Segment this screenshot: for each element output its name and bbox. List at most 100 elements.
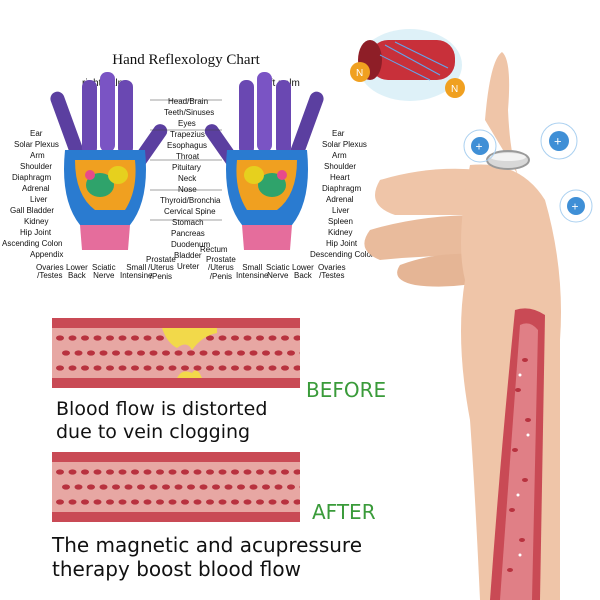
blood-cell (74, 350, 83, 356)
after-tag: AFTER (312, 500, 376, 524)
blood-cell (143, 335, 152, 341)
blood-cell (106, 469, 114, 475)
blood-cell (149, 484, 158, 490)
blood-cell (68, 335, 77, 341)
label-eyes: Eyes (178, 119, 196, 128)
blood-cell (206, 365, 214, 371)
blood-cell (156, 365, 164, 371)
blood-cell (231, 469, 239, 475)
arm-illustration (364, 52, 561, 600)
blood-cell (149, 350, 158, 356)
blood-cell (99, 350, 108, 356)
blood-cell (243, 469, 252, 475)
bottom-label: Prostate /Uterus /Penis (146, 255, 176, 281)
blood-cell (231, 365, 239, 371)
blood-cell (218, 469, 227, 475)
label-gall-bladder-left: Gall Bladder (10, 206, 55, 215)
before-caption-line1: Blood flow is distorted (56, 398, 268, 420)
label-teeth-sinuses: Teeth/Sinuses (164, 108, 215, 117)
blood-cell (106, 499, 114, 505)
blood-cell (56, 335, 64, 341)
label-pituitary: Pituitary (172, 163, 201, 172)
blood-cell (62, 350, 70, 356)
label-liver-right: Liver (332, 206, 350, 215)
label-pancreas: Pancreas (171, 229, 205, 238)
label-nose: Nose (178, 185, 197, 194)
blood-cell (156, 499, 164, 505)
label-kidney-left: Kidney (24, 217, 49, 226)
blood-cell (243, 499, 252, 505)
svg-text:N: N (451, 84, 458, 95)
blood-cell (206, 499, 214, 505)
blood-cell (106, 365, 114, 371)
blood-cell (106, 335, 114, 341)
blood-cell (118, 335, 127, 341)
blood-cell (212, 484, 220, 490)
bottom-label: Lower Back (66, 263, 88, 281)
blood-cell (231, 335, 239, 341)
label-liver-left: Liver (30, 195, 48, 204)
label-appendix: Appendix (30, 250, 64, 259)
label-ear-right: Ear (332, 129, 345, 138)
svg-text:+: + (476, 140, 483, 154)
svg-text:N: N (356, 68, 363, 79)
blood-cell (268, 499, 277, 505)
blood-cell (212, 350, 220, 356)
blood-cell (99, 484, 108, 490)
blood-cell (293, 469, 300, 475)
before-tag: BEFORE (306, 378, 387, 402)
label-solar-plexus-right: Solar Plexus (322, 140, 367, 149)
blood-cell (287, 484, 295, 490)
bottom-label: Lower Back (292, 263, 314, 281)
label-throat: Throat (176, 152, 200, 161)
ring-icon (486, 150, 530, 170)
blood-cell (199, 484, 208, 490)
blood-cell (193, 365, 202, 371)
before-caption-line2: due to vein clogging (56, 421, 251, 443)
blood-cell (68, 499, 77, 505)
plus-circle-icon: + (559, 189, 593, 223)
label-descending-colon: Descending Colon (310, 250, 376, 259)
blood-cell (81, 335, 89, 341)
blood-cell (93, 499, 102, 505)
blood-cell (281, 335, 289, 341)
blood-cell (231, 499, 239, 505)
blood-cell (118, 499, 127, 505)
blood-cell (237, 350, 245, 356)
blood-cell (187, 350, 195, 356)
label-shoulder-left: Shoulder (20, 162, 53, 171)
clogged-vein-illustration (52, 318, 300, 388)
blood-cell (262, 350, 270, 356)
blood-cell (68, 365, 77, 371)
label-head-brain: Head/Brain (168, 97, 209, 106)
blood-cell (56, 365, 64, 371)
blood-cell (156, 469, 164, 475)
right-palm-hand (50, 72, 168, 250)
blood-cell (174, 484, 183, 490)
blood-cell (193, 469, 202, 475)
blood-cell (193, 499, 202, 505)
bottom-label: Ovaries /Testes (36, 263, 64, 281)
blood-cell (87, 484, 95, 490)
blood-cell (268, 469, 277, 475)
magnet-n-icon: N (445, 78, 465, 98)
label-trapezius: Trapezius (170, 130, 205, 139)
blood-cell (168, 499, 177, 505)
label-arm-left: Arm (30, 151, 45, 160)
label-bladder: Bladder (174, 251, 202, 260)
label-adrenal-right: Adrenal (326, 195, 354, 204)
blood-cell (93, 365, 102, 371)
bottom-label: Sciatic Nerve (266, 263, 290, 281)
label-diaphragm-left: Diaphragm (12, 173, 52, 182)
blood-cell (131, 335, 139, 341)
label-ascending-colon: Ascending Colon (2, 239, 63, 248)
blood-cell (287, 350, 295, 356)
blood-cell (237, 484, 245, 490)
blood-cell (274, 350, 283, 356)
blood-cell (299, 351, 300, 355)
blood-cell (181, 365, 189, 371)
bottom-label: Rectum (200, 245, 228, 254)
label-stomach: Stomach (172, 218, 204, 227)
blood-cell (168, 469, 177, 475)
label-hip-joint-left: Hip Joint (20, 228, 52, 237)
